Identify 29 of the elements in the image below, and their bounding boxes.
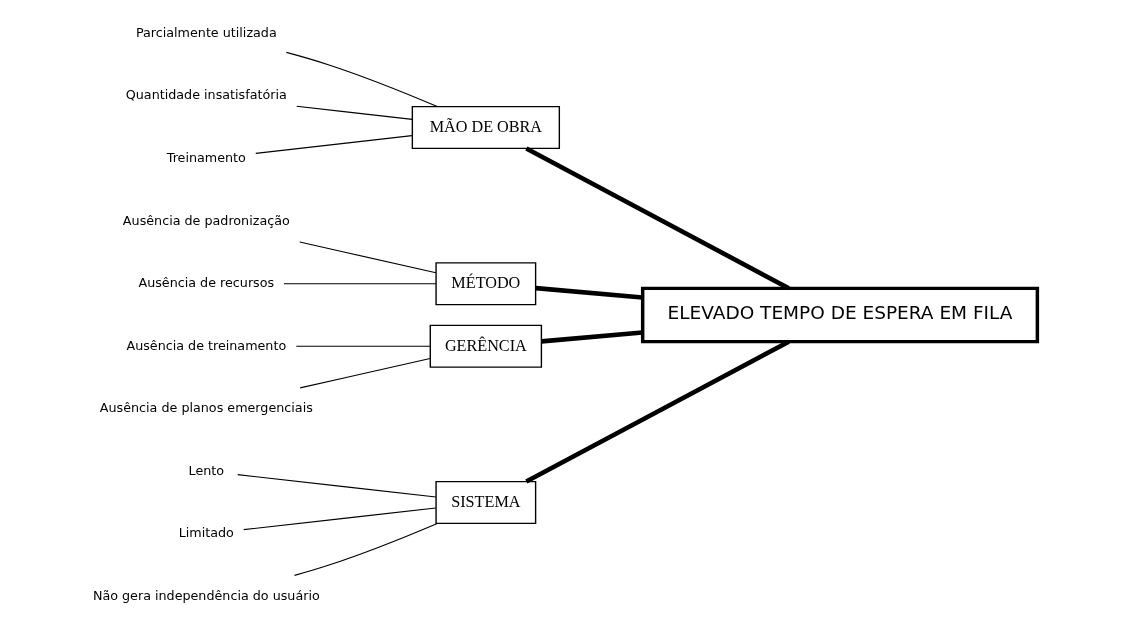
node-box: MÃO DE OBRA — [411, 105, 561, 150]
connector — [299, 357, 431, 389]
node-box: SISTEMA — [435, 480, 537, 525]
node-box: MÉTODO — [435, 262, 537, 306]
node-text: Ausência de planos emergenciais — [99, 399, 313, 415]
connector — [237, 474, 437, 498]
connector — [525, 146, 790, 291]
connector — [295, 345, 431, 347]
node-text: Lento — [188, 462, 225, 478]
node-text: Ausência de padronização — [122, 212, 290, 228]
node-text: Ausência de recursos — [138, 274, 275, 290]
connector — [255, 135, 413, 154]
node-box: GERÊNCIA — [429, 324, 543, 368]
connector — [285, 51, 438, 108]
node-text: Ausência de treinamento — [126, 337, 287, 353]
connector — [293, 522, 438, 576]
connector — [296, 105, 413, 120]
node-text: Treinamento — [166, 149, 246, 165]
connector — [525, 339, 790, 484]
connector — [299, 241, 437, 274]
connector — [535, 285, 643, 300]
node-text: Quantidade insatisfatória — [125, 87, 287, 103]
node-text: Não gera independência do usuário — [92, 587, 320, 603]
node-text: Limitado — [178, 525, 234, 540]
connector — [283, 283, 437, 285]
node-text: Parcialmente utilizada — [135, 24, 277, 40]
connector — [243, 507, 437, 531]
node-box: ELEVADO TEMPO DE ESPERA EM FILA — [640, 286, 1040, 344]
connector — [541, 330, 643, 344]
